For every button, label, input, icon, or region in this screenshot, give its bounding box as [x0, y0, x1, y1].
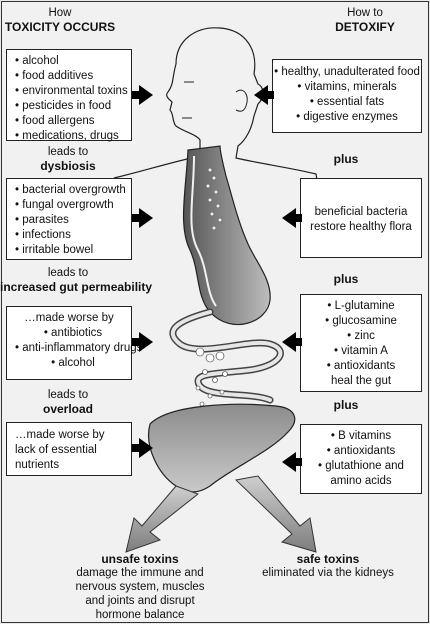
gut-lining [190, 155, 217, 307]
safe-toxins-caption: safe toxins eliminated via the kidneys [248, 552, 408, 580]
arrow-right-icon [139, 332, 153, 352]
arrow-left-icon [282, 452, 296, 472]
arrow-left-icon [282, 332, 296, 352]
arrow-left-icon [282, 208, 296, 228]
list-item: vitamin A [301, 344, 421, 359]
list-item: infections [15, 228, 131, 243]
label-plus-3: plus [333, 398, 359, 412]
list-item: glucosamine [301, 314, 421, 329]
list-item: environmental toxins [15, 84, 131, 99]
arrow-right-icon [139, 208, 153, 228]
list-item: alcohol [15, 54, 131, 69]
list-item: anti-inflammatory drugs [15, 341, 142, 356]
label-plus-1: plus [333, 152, 359, 166]
toxicity-causes-box: alcohol food additives environmental tox… [6, 49, 132, 144]
list-item: antioxidants [301, 359, 421, 374]
arrow-stem [132, 338, 140, 346]
list-item: L-glutamine [301, 299, 421, 314]
dysbiosis-box: bacterial overgrowth fungal overgrowth p… [6, 178, 132, 260]
food-particles [205, 167, 223, 231]
arrow-left-icon [254, 85, 268, 105]
right-header-title: DETOXIFY [335, 20, 395, 34]
label-overload: overload [42, 402, 93, 416]
caption-line: eliminated via the kidneys [262, 567, 394, 579]
list-item: zinc [301, 329, 421, 344]
list-item: antioxidants [301, 444, 421, 459]
list-item: bacterial overgrowth [15, 183, 131, 198]
list-item: food allergens [15, 114, 131, 129]
overload-box: …made worse by lack of essential nutrien… [6, 422, 132, 476]
liver-shape [148, 403, 296, 493]
list-item: B vitamins [301, 429, 421, 444]
list-item: digestive enzymes [273, 110, 421, 125]
caption-line: and joints and disrupt [85, 595, 195, 607]
arrow-right-icon [139, 438, 153, 458]
detox-food-box: healthy, unadulterated food vitamins, mi… [272, 59, 422, 133]
left-header-title: TOXICITY OCCURS [4, 20, 116, 34]
list-item: essential fats [273, 95, 421, 110]
right-header-line1: How to [347, 7, 383, 19]
list-item: vitamins, minerals [273, 80, 421, 95]
arrow-stem [266, 91, 274, 99]
box-text-line: …made worse by [15, 429, 105, 441]
safe-toxins-title: safe toxins [296, 552, 360, 566]
unsafe-toxins-title: unsafe toxins [101, 552, 179, 566]
arrow-stem [132, 444, 140, 452]
liver-support-box: B vitamins antioxidants glutathione and … [300, 424, 422, 494]
list-item: food additives [15, 69, 131, 84]
box-text-line: lack of essential [15, 444, 97, 456]
list-item: medications, drugs [15, 129, 131, 144]
gut-permeability-box: …made worse by antibiotics anti-inflamma… [6, 306, 142, 380]
list-item: pesticides in food [15, 99, 131, 114]
label-increased-gut-permeability: increased gut permeability [0, 280, 153, 294]
box-tail: heal the gut [330, 375, 392, 387]
caption-line: nervous system, muscles [75, 581, 205, 593]
arrow-stem [132, 214, 140, 222]
list-item: irritable bowel [15, 243, 131, 258]
gut-wall [182, 145, 271, 326]
list-item: healthy, unadulterated food [273, 65, 421, 80]
arrow-stem [132, 91, 140, 99]
box-tail: amino acids [330, 475, 392, 487]
list-item: fungal overgrowth [15, 198, 131, 213]
label-dysbiosis: dysbiosis [40, 159, 96, 173]
intestine-inner [171, 310, 283, 402]
beneficial-bacteria-box: beneficial bacteria restore healthy flor… [300, 178, 422, 258]
label-leads-to-1: leads to [47, 146, 89, 158]
intestine-loops [169, 308, 284, 404]
left-header-line1: How [48, 7, 72, 19]
caption-line: hormone balance [95, 609, 185, 621]
ear-shape [235, 89, 248, 112]
box-lead: …made worse by [24, 312, 114, 324]
list-item: parasites [15, 213, 131, 228]
label-leads-to-3: leads to [47, 389, 89, 401]
box-text-line: nutrients [15, 459, 60, 471]
label-leads-to-2: leads to [47, 267, 89, 279]
arrow-stem [294, 458, 302, 466]
caption-line: damage the immune and [76, 567, 204, 579]
unsafe-toxins-caption: unsafe toxins damage the immune and nerv… [52, 552, 228, 622]
arrow-stem [294, 214, 302, 222]
box-text-line: beneficial bacteria [314, 206, 408, 218]
list-item: alcohol [15, 356, 131, 371]
safe-toxin-arrow [234, 475, 317, 553]
arrow-right-icon [139, 85, 153, 105]
unsafe-toxin-arrow [125, 485, 200, 553]
arrow-stem [294, 338, 302, 346]
label-plus-2: plus [333, 272, 359, 286]
box-text-line: restore healthy flora [310, 221, 412, 233]
heal-gut-box: L-glutamine glucosamine zinc vitamin A a… [300, 294, 422, 392]
list-item: glutathione and [301, 459, 421, 474]
list-item: antibiotics [15, 326, 131, 341]
